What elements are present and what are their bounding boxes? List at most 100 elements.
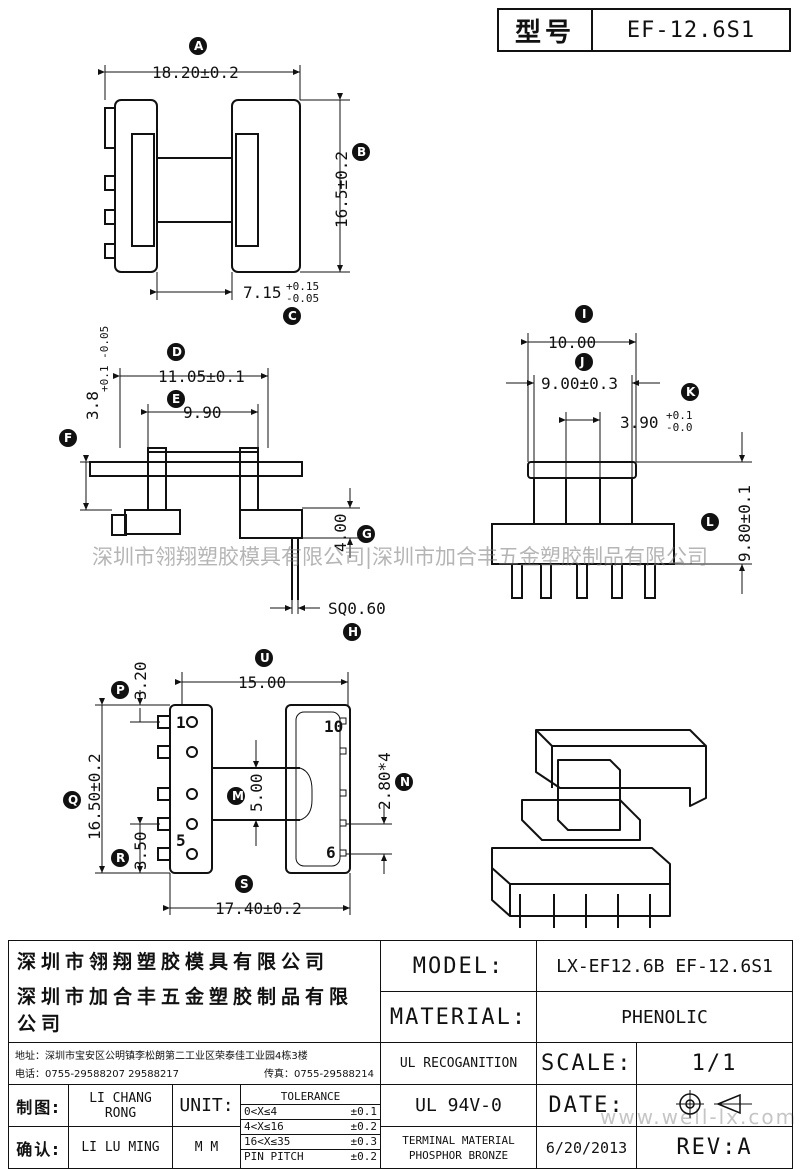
svg-text:S: S bbox=[240, 877, 249, 891]
tolerance-row: 4<X≤16±0.2 bbox=[241, 1120, 380, 1135]
title-block: 深圳市翎翔塑胶模具有限公司 深圳市加合丰五金塑胶制品有限公司 MODEL: LX… bbox=[7, 940, 794, 1169]
callout-m: M bbox=[227, 787, 245, 805]
dimension-g: 4.00 bbox=[331, 513, 350, 552]
company-name-2: 深圳市加合丰五金塑胶制品有限公司 bbox=[17, 986, 354, 1035]
svg-text:E: E bbox=[172, 392, 180, 406]
svg-text:A: A bbox=[194, 39, 204, 53]
scale-value: 1/1 bbox=[636, 1042, 794, 1085]
dimension-a: 18.20±0.2 bbox=[152, 63, 239, 82]
material-label: MATERIAL: bbox=[380, 991, 538, 1043]
svg-text:F: F bbox=[64, 431, 72, 445]
company-address: 地址：深圳市宝安区公明镇李松朗第二工业区荣泰佳工业园4栋3楼 bbox=[15, 1051, 308, 1062]
model-header: 型号 EF-12.6S1 bbox=[497, 8, 791, 52]
bottom-view-dimensions bbox=[95, 672, 392, 915]
company-name-1: 深圳市翎翔塑胶模具有限公司 bbox=[17, 951, 330, 973]
callout-a: A bbox=[189, 37, 207, 55]
terminal-value: PHOSPHOR BRONZE bbox=[408, 1148, 509, 1162]
dimension-p: 3.20 bbox=[131, 661, 150, 700]
dimension-m: 5.00 bbox=[247, 773, 266, 812]
company-fax: 传真：0755-29588214 bbox=[264, 1069, 375, 1080]
ul-label: UL RECOGANITION bbox=[380, 1042, 538, 1085]
front-view bbox=[89, 447, 303, 600]
dimension-u: 15.00 bbox=[238, 673, 286, 692]
model-header-label: 型号 bbox=[499, 10, 593, 50]
dimension-f-tol: +0.1 -0.05 bbox=[98, 326, 111, 392]
svg-text:P: P bbox=[116, 683, 125, 697]
svg-text:D: D bbox=[172, 345, 182, 359]
svg-text:I: I bbox=[582, 307, 586, 321]
tolerance-table: TOLERANCE 0<X≤4±0.1 4<X≤16±0.2 16<X≤35±0… bbox=[239, 1084, 382, 1169]
callout-e: E bbox=[167, 390, 185, 408]
terminal-label: TERMINAL MATERIAL bbox=[402, 1133, 515, 1147]
svg-text:K: K bbox=[686, 385, 696, 399]
svg-text:B: B bbox=[357, 145, 366, 159]
company-contact: 地址：深圳市宝安区公明镇李松朗第二工业区荣泰佳工业园4栋3楼 电话：0755-2… bbox=[7, 1042, 382, 1085]
svg-text:N: N bbox=[400, 775, 410, 789]
callout-s: S bbox=[235, 875, 253, 893]
dimension-c-plus: +0.15 bbox=[286, 280, 319, 293]
dimension-s: 17.40±0.2 bbox=[215, 899, 302, 918]
svg-text:C: C bbox=[288, 309, 297, 323]
dimension-q: 16.50±0.2 bbox=[85, 753, 104, 840]
model-label: MODEL: bbox=[380, 940, 538, 992]
callout-j: J bbox=[575, 353, 593, 371]
dimension-h: SQ0.60 bbox=[328, 599, 386, 618]
callout-c: C bbox=[283, 307, 301, 325]
callout-b: B bbox=[352, 143, 370, 161]
dimension-l: 9.80±0.1 bbox=[735, 485, 754, 562]
svg-text:Q: Q bbox=[68, 793, 78, 807]
dimension-n: 2.80*4 bbox=[375, 752, 394, 810]
dimension-d: 11.05±0.1 bbox=[158, 367, 245, 386]
company-phone: 电话：0755-29588207 29588217 bbox=[15, 1069, 180, 1080]
svg-text:U: U bbox=[260, 651, 270, 665]
first-angle-projection-icon bbox=[675, 1089, 752, 1118]
isometric-view bbox=[491, 729, 707, 928]
svg-text:H: H bbox=[348, 625, 358, 639]
ul-value: UL 94V-0 bbox=[380, 1084, 538, 1127]
pin-number-5: 5 bbox=[176, 831, 186, 850]
dimension-i: 10.00 bbox=[548, 333, 596, 352]
terminal-material: TERMINAL MATERIAL PHOSPHOR BRONZE bbox=[380, 1126, 538, 1169]
tolerance-title: TOLERANCE bbox=[241, 1090, 380, 1105]
drawn-by: LI CHANG RONG bbox=[68, 1084, 173, 1127]
side-view bbox=[491, 461, 675, 599]
callout-k: K bbox=[681, 383, 699, 401]
callout-d: D bbox=[167, 343, 185, 361]
dimension-e: 9.90 bbox=[183, 403, 222, 422]
technical-drawing: 18.20±0.2 16.5±0.2 7.15 +0.15 -0.05 11. bbox=[59, 37, 754, 928]
model-header-value: EF-12.6S1 bbox=[626, 17, 756, 43]
top-view bbox=[104, 99, 301, 273]
svg-text:G: G bbox=[362, 527, 372, 541]
dimension-f: 3.8 bbox=[83, 391, 102, 420]
callout-r: R bbox=[111, 849, 129, 867]
dimension-k: 3.90 bbox=[620, 413, 659, 432]
company-info: 深圳市翎翔塑胶模具有限公司 深圳市加合丰五金塑胶制品有限公司 bbox=[7, 940, 382, 1043]
date-value: 6/20/2013 bbox=[536, 1126, 638, 1169]
tolerance-row: 16<X≤35±0.3 bbox=[241, 1135, 380, 1150]
unit-label: UNIT: bbox=[172, 1084, 241, 1127]
dimension-c: 7.15 bbox=[243, 283, 282, 302]
svg-text:J: J bbox=[579, 355, 584, 369]
callout-l: L bbox=[701, 513, 719, 531]
pin-number-6: 6 bbox=[326, 843, 336, 862]
dimension-k-minus: -0.0 bbox=[666, 421, 693, 434]
callout-q: Q bbox=[63, 791, 81, 809]
pin-number-10: 10 bbox=[324, 717, 343, 736]
model-value: LX-EF12.6B EF-12.6S1 bbox=[536, 940, 794, 992]
svg-text:L: L bbox=[706, 515, 714, 529]
revision: REV:A bbox=[636, 1126, 794, 1169]
dimension-c-minus: -0.05 bbox=[286, 292, 319, 305]
tolerance-row: PIN PITCH±0.2 bbox=[244, 1149, 378, 1163]
top-view-dimensions bbox=[98, 65, 350, 300]
unit-value: M M bbox=[172, 1126, 241, 1169]
callout-p: P bbox=[111, 681, 129, 699]
pin-number-1: 1 bbox=[176, 713, 186, 732]
checked-by: LI LU MING bbox=[68, 1126, 173, 1169]
material-value: PHENOLIC bbox=[536, 991, 794, 1043]
watermark-text: 深圳市翎翔塑胶模具有限公司|深圳市加合丰五金塑胶制品有限公司 bbox=[91, 545, 709, 569]
projection-symbol bbox=[636, 1084, 794, 1127]
callout-i: I bbox=[575, 305, 593, 323]
dimension-b: 16.5±0.2 bbox=[332, 151, 351, 228]
date-label: DATE: bbox=[536, 1084, 638, 1127]
svg-text:M: M bbox=[232, 789, 244, 803]
